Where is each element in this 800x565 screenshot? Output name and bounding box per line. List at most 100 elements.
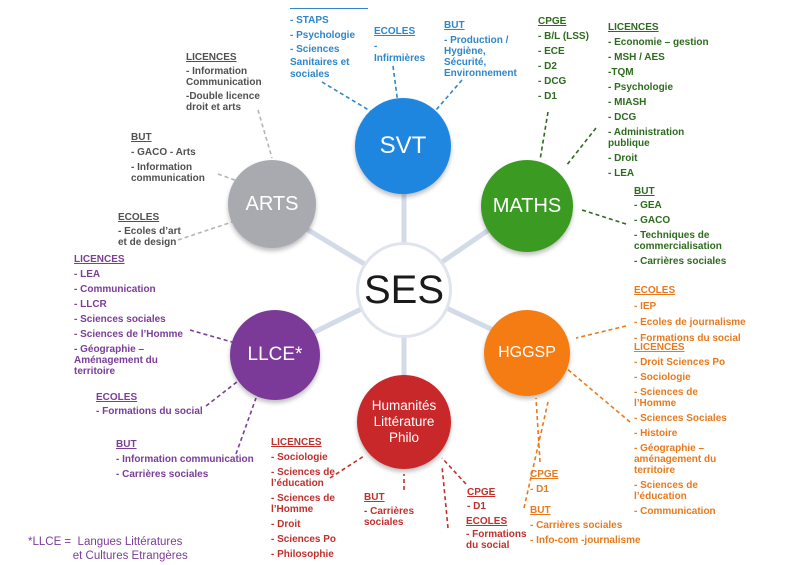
hggsp-cpge-item: - D1 bbox=[530, 484, 549, 495]
svt-but-heading: BUT bbox=[444, 20, 465, 31]
maths-licences-item: - LEA bbox=[608, 168, 635, 179]
maths-licences-heading: LICENCES bbox=[608, 22, 659, 33]
hggsp-licences-item: - Sciences de l’éducation bbox=[634, 480, 698, 502]
hggsp-licences-heading: LICENCES bbox=[634, 342, 685, 353]
node-humanites-label: Humanités Littérature Philo bbox=[371, 398, 437, 445]
arts-but: BUT - GACO - Arts - Information communic… bbox=[131, 132, 241, 184]
humanites-but-item: - Carrières sociales bbox=[364, 506, 415, 528]
humanites-ecoles-heading: ECOLES bbox=[466, 516, 508, 527]
svt-block-1-item: - STAPS bbox=[290, 15, 329, 26]
hggsp-licences-item: - Histoire bbox=[634, 428, 678, 439]
llce-licences: LICENCES - LEA - Communication - LLCR - … bbox=[74, 254, 204, 377]
arts-ecoles-heading: ECOLES bbox=[118, 212, 160, 223]
svt-ecoles-heading: ECOLES bbox=[374, 26, 416, 37]
svt-but-item: - Production / Hygiène, Sécurité, Enviro… bbox=[444, 34, 517, 79]
maths-but-item: - Techniques de commercialisation bbox=[634, 230, 722, 252]
hggsp-but-item: - Carrières sociales bbox=[530, 520, 623, 531]
svt-ecoles-item: - Infirmières bbox=[374, 40, 426, 65]
maths-licences-item: - MSH / AES bbox=[608, 52, 665, 63]
footnote: *LLCE = Langues Littératures et Cultures… bbox=[28, 535, 188, 563]
humanites-cpge-item: - D1 bbox=[467, 501, 486, 512]
node-maths: MATHS bbox=[481, 160, 573, 252]
humanites-but: BUT - Carrières sociales bbox=[364, 492, 434, 528]
hggsp-ecoles-item: - Ecoles de journalisme bbox=[634, 317, 746, 328]
maths-licences-item: - DCG bbox=[608, 112, 637, 123]
llce-ecoles: ECOLES - Formations du social bbox=[96, 391, 226, 419]
hggsp-but-item: - Info-com -journalisme bbox=[530, 535, 641, 546]
hggsp-licences-item: - Sociologie bbox=[634, 372, 691, 383]
svt-but: BUT - Production / Hygiène, Sécurité, En… bbox=[444, 20, 534, 79]
maths-cpge: CPGE - B/L (LSS) - ECE - D2 - DCG - D1 bbox=[538, 14, 608, 104]
svt-block-1: - STAPS - Psychologie - Sciences Sanitai… bbox=[290, 8, 368, 82]
humanites-licences-item: - Sociologie bbox=[271, 452, 328, 463]
hggsp-ecoles-item: - IEP bbox=[634, 301, 657, 312]
center-node-ses: SES bbox=[356, 242, 452, 338]
center-label: SES bbox=[363, 267, 445, 312]
node-arts: ARTS bbox=[228, 160, 316, 248]
humanites-licences-heading: LICENCES bbox=[271, 437, 322, 448]
humanites-ecoles: ECOLES - Formations du social bbox=[466, 516, 536, 551]
arts-licences-item: - Information Communication bbox=[186, 66, 262, 88]
arts-licences-item: -Double licence droit et arts bbox=[186, 91, 260, 113]
hggsp-but: BUT - Carrières sociales - Info-com -jou… bbox=[530, 503, 670, 548]
humanites-licences-item: - Droit bbox=[271, 519, 301, 530]
arts-ecoles: ECOLES - Ecoles d’art et de design bbox=[118, 212, 228, 248]
hggsp-cpge-heading: CPGE bbox=[530, 469, 559, 480]
maths-licences-item: - Psychologie bbox=[608, 82, 674, 93]
maths-but-item: - GACO bbox=[634, 215, 671, 226]
arts-ecoles-item: - Ecoles d’art et de design bbox=[118, 226, 181, 248]
hggsp-ecoles-item: - Formations du social bbox=[634, 333, 741, 344]
node-llce: LLCE* bbox=[230, 310, 320, 400]
humanites-licences-item: - Sciences Po bbox=[271, 534, 337, 545]
svt-ecoles: ECOLES - Infirmières bbox=[374, 26, 444, 66]
hggsp-links bbox=[523, 325, 631, 509]
hggsp-but-heading: BUT bbox=[530, 505, 551, 516]
llce-licences-item: - LLCR bbox=[74, 299, 107, 310]
llce-but-heading: BUT bbox=[116, 439, 137, 450]
hggsp-cpge: CPGE - D1 bbox=[530, 467, 590, 497]
hggsp-licences-item: - Sciences de l’Homme bbox=[634, 387, 698, 409]
svt-block-1-item: - Psychologie bbox=[290, 29, 356, 41]
hggsp-ecoles: ECOLES - IEP - Ecoles de journalisme - F… bbox=[634, 283, 764, 347]
llce-licences-item: - Sciences sociales bbox=[74, 314, 166, 325]
footnote-text: *LLCE = Langues Littératures et Cultures… bbox=[28, 536, 188, 562]
hggsp-licences-item: - Communication bbox=[634, 506, 716, 517]
node-hggsp: HGGSP bbox=[484, 310, 570, 396]
humanites-links bbox=[329, 455, 467, 529]
llce-but: BUT - Information communication - Carriè… bbox=[116, 437, 276, 482]
svt-block-1-item: - Sciences Sanitaires et sociales bbox=[290, 44, 350, 80]
maths-licences-item: -TQM bbox=[608, 67, 634, 78]
maths-cpge-item: - ECE bbox=[538, 46, 565, 57]
maths-licences-item: - MIASH bbox=[608, 97, 647, 108]
arts-but-heading: BUT bbox=[131, 132, 152, 143]
maths-cpge-item: - D1 bbox=[538, 91, 557, 102]
hggsp-licences-item: - Géographie – aménagement du territoire bbox=[634, 443, 717, 476]
llce-ecoles-heading: ECOLES bbox=[96, 392, 138, 403]
humanites-licences-item: - Sciences de l’Homme bbox=[271, 493, 335, 515]
node-maths-label: MATHS bbox=[492, 194, 562, 217]
maths-licences-item: - Economie – gestion bbox=[608, 37, 709, 48]
humanites-ecoles-item: - Formations du social bbox=[466, 529, 527, 551]
maths-cpge-item: - D2 bbox=[538, 61, 557, 72]
node-svt: SVT bbox=[355, 98, 451, 194]
maths-but-item: - Carrières sociales bbox=[634, 256, 727, 267]
svt-links bbox=[321, 65, 463, 113]
node-svt-label: SVT bbox=[379, 132, 427, 159]
hggsp-licences-item: - Sciences Sociales bbox=[634, 413, 727, 424]
llce-licences-item: - Géographie – Aménagement du territoire bbox=[74, 344, 158, 377]
arts-licences: LICENCES - Information Communication -Do… bbox=[186, 52, 296, 113]
maths-cpge-item: - B/L (LSS) bbox=[538, 31, 589, 42]
humanites-licences-item: - Sciences de l’éducation bbox=[271, 467, 335, 489]
llce-licences-item: - LEA bbox=[74, 269, 101, 280]
node-llce-label: LLCE* bbox=[247, 344, 303, 365]
maths-but-heading: BUT bbox=[634, 186, 655, 197]
llce-but-item: - Information communication bbox=[116, 454, 254, 465]
hggsp-ecoles-heading: ECOLES bbox=[634, 285, 676, 296]
humanites-cpge: CPGE - D1 bbox=[467, 486, 517, 514]
maths-but: BUT - GEA - GACO - Techniques de commerc… bbox=[634, 186, 744, 267]
maths-cpge-heading: CPGE bbox=[538, 16, 567, 27]
arts-licences-heading: LICENCES bbox=[186, 52, 237, 63]
llce-licences-item: - Communication bbox=[74, 284, 156, 295]
llce-ecoles-item: - Formations du social bbox=[96, 406, 203, 417]
humanites-cpge-heading: CPGE bbox=[467, 487, 496, 498]
